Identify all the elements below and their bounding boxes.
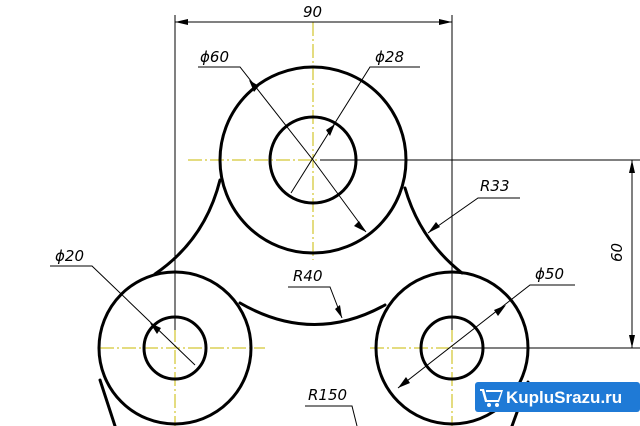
dimension-label-r40: R40 bbox=[293, 267, 323, 285]
arc-r33-left bbox=[153, 178, 222, 276]
dimension-label-dia-60: ϕ60 bbox=[200, 48, 229, 66]
dimension-dia-60: ϕ60 bbox=[198, 48, 367, 233]
dimension-label-r33: R33 bbox=[480, 177, 510, 195]
dimension-r150: R150 bbox=[305, 386, 358, 426]
dimension-label-r150: R150 bbox=[308, 386, 347, 404]
dimension-r40: R40 bbox=[288, 267, 343, 319]
dimension-label-90: 90 bbox=[303, 3, 322, 21]
dimension-r33: R33 bbox=[427, 177, 520, 234]
arc-r150-left bbox=[98, 378, 117, 426]
dimension-height-60: 60 bbox=[320, 159, 640, 349]
dimension-dia-50: ϕ50 bbox=[397, 265, 575, 389]
watermark-text: KupluSrazu.ru bbox=[506, 388, 622, 407]
dimension-dia-20: ϕ20 bbox=[50, 247, 196, 366]
arc-r40-bottom bbox=[238, 301, 387, 326]
cart-icon bbox=[480, 389, 503, 407]
dimension-width-90: 90 bbox=[174, 3, 453, 330]
dimension-label-dia-50: ϕ50 bbox=[535, 265, 564, 283]
center-lines bbox=[100, 22, 538, 426]
watermark-badge: KupluSrazu.ru bbox=[475, 382, 640, 412]
dimension-label-60: 60 bbox=[608, 243, 626, 262]
dimension-label-dia-28: ϕ28 bbox=[375, 48, 404, 66]
arc-r33-right bbox=[403, 186, 464, 275]
dimension-dia-28: ϕ28 bbox=[290, 48, 420, 194]
dimension-label-dia-20: ϕ20 bbox=[55, 247, 84, 265]
